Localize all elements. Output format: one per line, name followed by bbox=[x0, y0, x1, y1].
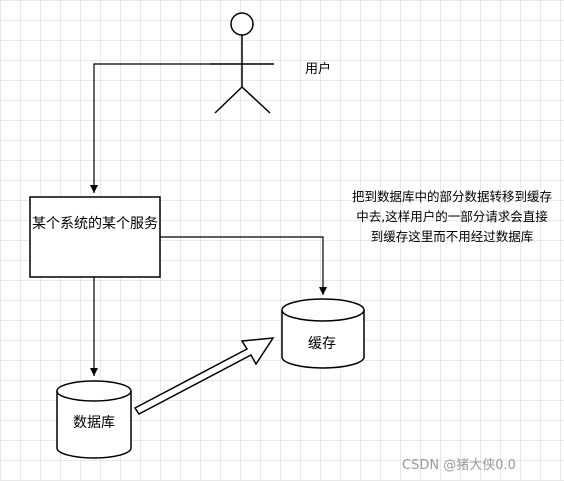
service-box bbox=[29, 196, 161, 278]
user-actor-icon bbox=[210, 12, 274, 114]
user-label: 用户 bbox=[305, 62, 332, 77]
migration-block-arrow bbox=[133, 337, 275, 415]
user-to-service-connector bbox=[90, 63, 210, 193]
service-label: 某个系统的某个服务 bbox=[32, 216, 158, 232]
service-to-cache-connector bbox=[160, 236, 327, 295]
cache-cylinder bbox=[281, 298, 365, 369]
database-cylinder bbox=[56, 380, 132, 459]
watermark: CSDN @猪大侠0.0 bbox=[402, 458, 516, 473]
database-label: 数据库 bbox=[73, 415, 115, 431]
explanation-note: 把到数据库中的部分数据转移到缓存中去,这样用户的一部分请求会直接到缓存这里而不用… bbox=[352, 189, 553, 244]
cache-label: 缓存 bbox=[308, 336, 336, 352]
